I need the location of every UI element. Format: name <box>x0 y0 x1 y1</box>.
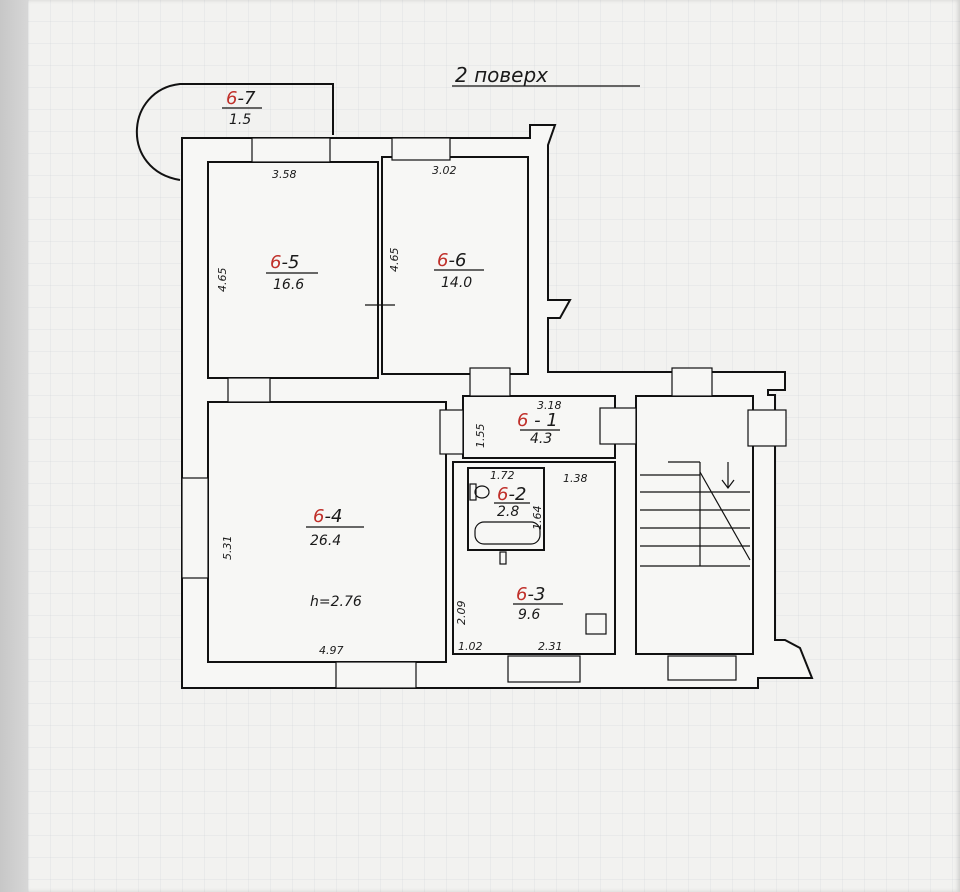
window-6-3 <box>507 655 581 683</box>
room-6-2 <box>467 467 545 551</box>
window-6-6 <box>391 137 451 161</box>
door-6-4-6-1 <box>439 409 464 455</box>
room-6-2-width: 1.72 <box>490 469 515 482</box>
room-6-5-length-left: 4.65 <box>216 268 229 293</box>
stairwell <box>635 395 754 655</box>
room-6-4-width: 4.97 <box>319 644 344 657</box>
sink <box>499 551 507 565</box>
room-6-1-id: 6 - 1 <box>517 410 558 431</box>
room-6-1-width: 3.18 <box>537 399 562 412</box>
room-6-4-height: h=2.76 <box>310 594 362 610</box>
door-stairwell-top <box>671 367 713 397</box>
door-stairwell-right <box>747 409 787 447</box>
room-6-3-width-left: 1.02 <box>458 640 483 653</box>
room-6-4 <box>207 401 447 663</box>
balcony-outline <box>135 83 334 181</box>
room-6-1-length: 1.55 <box>474 424 487 449</box>
room-6-1-area: 4.3 <box>530 431 552 447</box>
window-6-5 <box>251 137 331 163</box>
room-6-4-length: 5.31 <box>221 536 234 561</box>
room-6-6-width: 3.02 <box>432 164 457 177</box>
room-6-3-area: 9.6 <box>518 607 540 623</box>
bathtub <box>474 521 541 545</box>
room-6-2-length: 1.64 <box>531 506 544 531</box>
room-6-2-id: 6-2 <box>497 484 526 505</box>
room-6-4-area: 26.4 <box>310 533 341 549</box>
window-stairwell <box>667 655 737 681</box>
room-6-3-width-right: 2.31 <box>538 640 563 653</box>
window-6-4 <box>335 661 417 689</box>
room-6-2-area: 2.8 <box>497 504 519 520</box>
door-stairwell <box>599 407 637 445</box>
room-6-6-area: 14.0 <box>441 275 472 291</box>
room-6-6 <box>381 156 529 375</box>
room-6-7-area: 1.5 <box>229 112 251 128</box>
room-6-3-length: 2.09 <box>455 601 468 626</box>
room-6-5-length-right: 4.65 <box>388 248 401 273</box>
door-6-1-6-6 <box>469 367 511 397</box>
door-6-4-6-5 <box>227 377 271 403</box>
room-6-6-id: 6-6 <box>437 250 466 271</box>
room-6-5-id: 6-5 <box>270 252 299 273</box>
room-6-3-corridor-width: 1.38 <box>563 472 588 485</box>
room-6-7-id: 6-7 <box>226 88 256 109</box>
room-6-5-width: 3.58 <box>272 168 297 181</box>
stairs <box>640 461 751 567</box>
room-6-5 <box>207 161 379 379</box>
stove <box>585 613 607 635</box>
room-6-4-id: 6-4 <box>313 506 342 527</box>
room-6-5-area: 16.6 <box>273 277 304 293</box>
room-6-3-id: 6-3 <box>516 584 545 605</box>
window-6-4-side <box>181 477 209 579</box>
toilet <box>469 483 490 501</box>
floor-title: 2 поверх <box>455 63 548 87</box>
